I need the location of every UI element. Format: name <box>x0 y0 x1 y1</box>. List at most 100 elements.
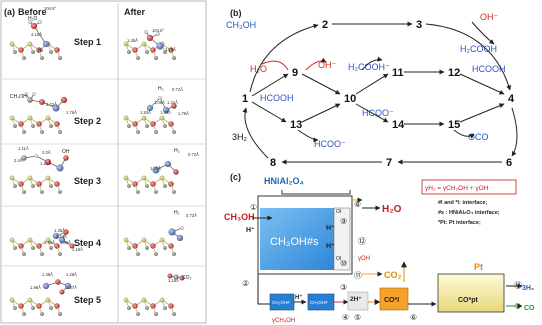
panel-c: (c) HNiAl₂O₄ CH₃OH#s OI H⁺ H⁺ OI CH₃OH H… <box>224 172 535 324</box>
bond <box>125 43 130 53</box>
s4-d3: 1.96Å <box>44 240 55 245</box>
bond <box>125 239 130 249</box>
bond <box>134 245 139 255</box>
co-pt: CO*pt <box>458 297 479 304</box>
bond <box>143 43 148 53</box>
co-star: CO*I <box>384 297 399 304</box>
step-c-6: ⑥ <box>410 313 417 322</box>
atom <box>63 155 69 161</box>
node-3: 3 <box>416 19 422 31</box>
species-hcoo-low: HCOO⁻ <box>314 139 346 149</box>
bond <box>134 49 139 59</box>
panel-c-label: (c) <box>230 172 241 182</box>
pt-tank <box>437 273 505 313</box>
node-14: 14 <box>392 119 405 131</box>
bond <box>11 117 16 127</box>
bond <box>143 239 148 249</box>
bond <box>56 305 61 315</box>
bond <box>170 183 175 193</box>
bond <box>29 239 34 249</box>
species-hcoo-mid: HCOO⁻ <box>362 108 394 118</box>
node-9: 9 <box>292 67 298 79</box>
h2o-output: H₂O <box>382 204 402 215</box>
bond <box>134 123 139 133</box>
species-h2cooh-top: H₂COOH <box>460 44 497 54</box>
s3-d4: 1.21Å <box>40 161 51 166</box>
s1-after-d1: 1.45Å <box>127 38 138 43</box>
panel-b: (b) 2 3 1 9 10 11 12 4 13 14 15 6 7 8 CH… <box>226 8 518 169</box>
bond <box>11 299 16 309</box>
bond <box>143 299 148 309</box>
panel-b-label: (b) <box>230 8 242 18</box>
step-5-label: Step 5 <box>74 295 101 305</box>
atom <box>52 104 60 112</box>
bond <box>47 177 52 187</box>
node-15: 15 <box>448 119 460 131</box>
panel-a-label: (a) <box>4 7 15 17</box>
bond <box>38 49 43 59</box>
atom <box>171 103 177 109</box>
bond <box>170 305 175 315</box>
step-c-11: ⑪ <box>354 271 362 280</box>
s2-h2: H₂ <box>158 86 164 92</box>
ch3oh-s-label: CH₃OH#s <box>270 236 319 248</box>
atom <box>146 104 154 112</box>
step-c-3: ③ <box>340 283 347 292</box>
bond <box>152 183 157 193</box>
bond <box>143 117 148 127</box>
bond <box>134 183 139 193</box>
bond <box>11 177 16 187</box>
atom <box>58 236 66 244</box>
atom <box>28 20 32 24</box>
bond <box>125 299 130 309</box>
bond <box>38 305 43 315</box>
hplus-box1: H⁺ <box>326 224 335 232</box>
step-c-1: ① <box>250 203 257 212</box>
species-oh-mid: OH⁻ <box>318 60 337 70</box>
atom <box>59 289 65 295</box>
pt-label: Pt <box>474 262 483 272</box>
bond <box>20 183 25 193</box>
s2-d1: 2.02Å <box>46 102 57 107</box>
atom <box>39 99 45 105</box>
gamma-ch3oh: γCH₃OH <box>272 318 295 324</box>
s5-d4: 1.87Å <box>66 285 77 290</box>
step-c-2: ② <box>242 279 249 288</box>
ch3oh-small2: CH₃OH# <box>310 300 328 305</box>
atom <box>167 273 173 279</box>
s3-after-h2: H₂ <box>174 148 180 154</box>
step-c-5: ⑤ <box>354 313 361 322</box>
bond <box>47 299 52 309</box>
atom <box>69 243 75 249</box>
s4-h2: H₂ <box>174 210 180 216</box>
bond <box>143 177 148 187</box>
bond <box>47 117 52 127</box>
species-3h2: 3H₂ <box>232 132 248 142</box>
atom <box>38 20 42 24</box>
hnial-label: HNiAl₂O₄ <box>264 176 304 186</box>
atom <box>42 40 50 48</box>
panel-a-after: After <box>124 7 145 17</box>
s3-d3: 2.4Å <box>14 158 23 163</box>
atom <box>63 229 69 235</box>
atom <box>55 279 61 285</box>
step-4-label: Step 4 <box>74 238 101 248</box>
bond <box>125 177 130 187</box>
panel-a: (a) Before After Step 1 Step 2 Step 3 St… <box>0 0 207 324</box>
atom <box>30 22 38 30</box>
bond <box>20 123 25 133</box>
s2-d3: 0.72Å <box>172 87 183 92</box>
species-ch3oh: CH₃OH <box>226 20 256 30</box>
hplus-box2: H⁺ <box>326 242 335 250</box>
s1-after-d2: 1.76Å <box>165 47 176 52</box>
node-10: 10 <box>344 93 356 105</box>
bond <box>56 49 61 59</box>
atom <box>52 232 60 240</box>
s1-dist1: 4.16Å <box>31 32 42 37</box>
node-1: 1 <box>242 93 248 105</box>
step-3-label: Step 3 <box>74 176 101 186</box>
atom <box>158 96 162 100</box>
node-12: 12 <box>448 67 460 79</box>
bond <box>56 123 61 133</box>
atom <box>146 34 154 42</box>
